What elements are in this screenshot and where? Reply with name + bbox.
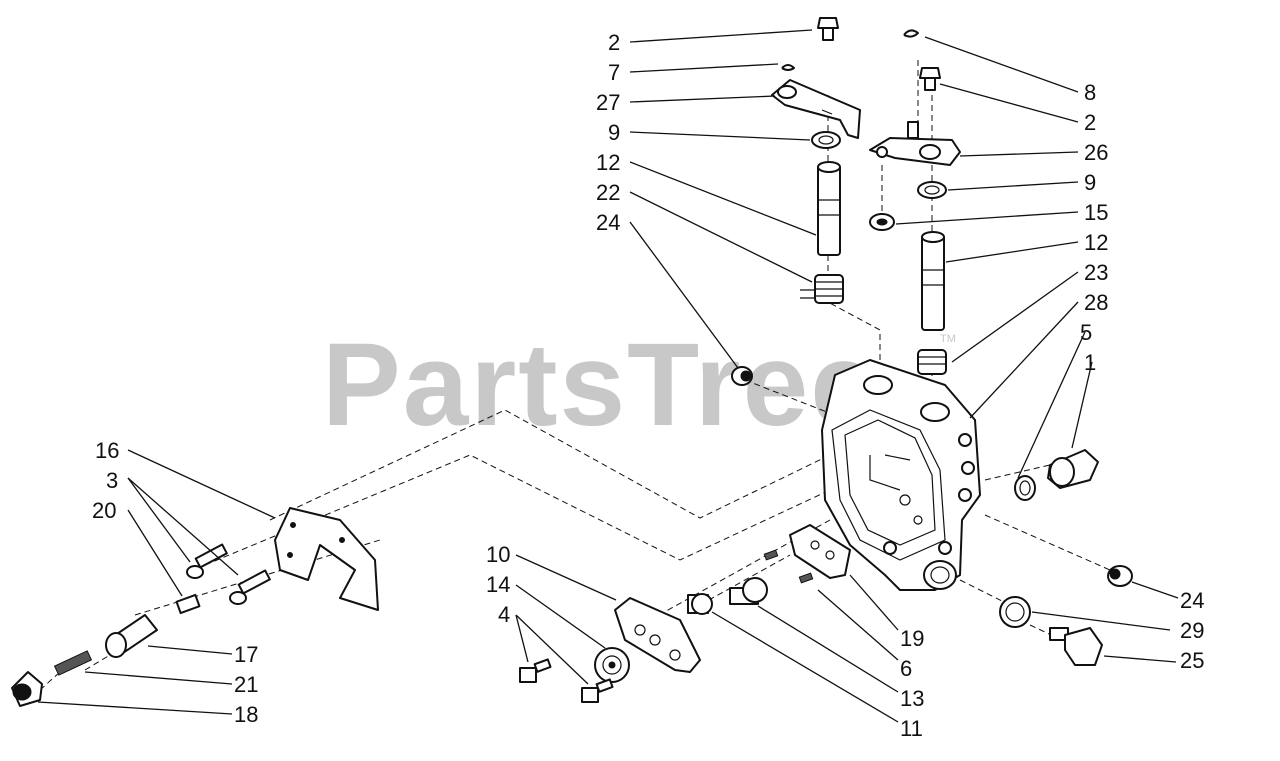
bolt-3b — [229, 569, 271, 605]
callout-21: 21 — [234, 672, 258, 697]
callout-23: 23 — [1084, 260, 1108, 285]
clip-8 — [903, 29, 919, 38]
gear-11 — [687, 593, 713, 615]
callout-13: 13 — [900, 686, 924, 711]
shaft-12-left — [817, 161, 841, 256]
callout-18: 18 — [234, 702, 258, 727]
callout-5: 5 — [1080, 320, 1092, 345]
spring-23 — [917, 349, 947, 375]
bearing-15 — [869, 213, 895, 231]
pin-6a — [763, 549, 779, 561]
bolt-2-left — [817, 17, 839, 41]
plug-25 — [1049, 627, 1103, 666]
cover-plate-19 — [789, 524, 851, 579]
callout-15: 15 — [1084, 200, 1108, 225]
gear-13 — [729, 577, 768, 605]
callout-26: 26 — [1084, 140, 1108, 165]
callout-6: 6 — [900, 656, 912, 681]
sprocket-14 — [594, 647, 630, 683]
bolt-3a — [186, 543, 228, 579]
callout-16: 16 — [95, 438, 119, 463]
oring-5 — [1014, 475, 1036, 501]
callout-11: 11 — [900, 716, 923, 741]
spring-21 — [53, 650, 93, 676]
callout-1: 1 — [1084, 350, 1096, 375]
fitting-20 — [175, 593, 201, 615]
callout-25: 25 — [1180, 648, 1204, 673]
plug-18 — [11, 671, 43, 707]
callout-19: 19 — [900, 626, 924, 651]
callout-27: 27 — [596, 90, 620, 115]
sleeve-17 — [105, 614, 158, 658]
shaft-12-right — [921, 231, 945, 331]
callout-12-left: 12 — [596, 150, 620, 175]
callout-12-right: 12 — [1084, 230, 1108, 255]
shift-arm-left — [771, 79, 861, 139]
callout-22: 22 — [596, 180, 620, 205]
screw-4b — [581, 678, 614, 703]
oring-29 — [999, 596, 1031, 628]
pin-6b — [798, 572, 814, 584]
washer-9-left — [811, 131, 841, 149]
callout-4: 4 — [498, 602, 510, 627]
screw-4a — [519, 658, 552, 683]
fitting-1 — [1047, 449, 1099, 489]
clip-7 — [781, 64, 795, 71]
transmission-housing — [821, 359, 981, 591]
watermark: PartsTree — [322, 319, 878, 451]
callout-20: 20 — [92, 498, 116, 523]
callout-7: 7 — [608, 60, 620, 85]
plug-24-left — [731, 366, 753, 386]
callout-10: 10 — [486, 542, 510, 567]
callout-labels: 2 7 27 9 12 22 24 8 2 26 9 15 12 23 28 5… — [92, 30, 1204, 741]
callout-9-left: 9 — [608, 120, 620, 145]
spring-22 — [800, 274, 844, 304]
callout-29: 29 — [1180, 618, 1204, 643]
washer-9-right — [917, 181, 947, 199]
bolt-2-right — [919, 67, 941, 91]
callout-17: 17 — [234, 642, 258, 667]
callout-8: 8 — [1084, 80, 1096, 105]
plug-24-right — [1107, 565, 1133, 587]
callout-24-left: 24 — [596, 210, 620, 235]
callout-14: 14 — [486, 572, 510, 597]
shift-arm-right — [869, 121, 961, 166]
cover-10 — [614, 597, 701, 673]
callout-3: 3 — [106, 468, 118, 493]
leader-lines — [37, 29, 1179, 723]
bracket-16 — [274, 507, 379, 611]
callout-28: 28 — [1084, 290, 1108, 315]
callout-2-left: 2 — [608, 30, 620, 55]
callout-24-right: 24 — [1180, 588, 1204, 613]
callout-9-right: 9 — [1084, 170, 1096, 195]
callout-2-right: 2 — [1084, 110, 1096, 135]
watermark-tm: TM — [940, 333, 956, 345]
